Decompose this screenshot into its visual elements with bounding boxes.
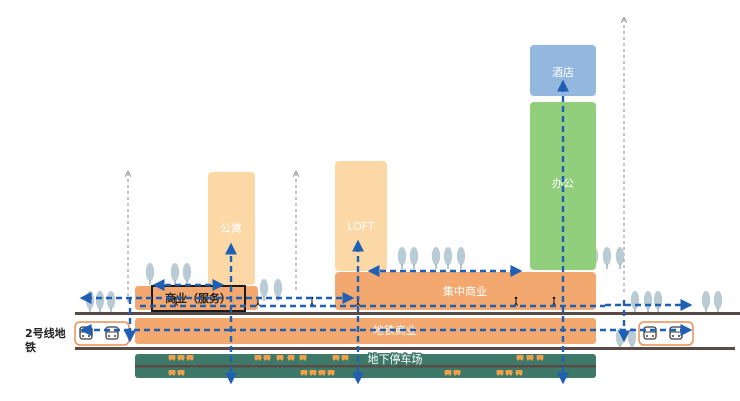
tree-icon xyxy=(443,247,453,269)
hotel-block xyxy=(530,45,596,96)
tree-icon xyxy=(397,247,407,269)
car-icon xyxy=(318,370,326,376)
tree-icon xyxy=(653,291,663,313)
apartment-label: 公寓 xyxy=(220,221,242,235)
apartment-tower xyxy=(208,172,255,285)
train-icon xyxy=(643,326,657,340)
tree-icon xyxy=(182,263,192,285)
metro-train-left xyxy=(74,321,130,346)
underground-parking-label: 地下停车场 xyxy=(368,352,423,366)
car-icon xyxy=(177,370,185,376)
tree-icon xyxy=(456,247,466,269)
tree-icon xyxy=(95,291,105,313)
loft-tower xyxy=(335,161,387,271)
tree-icon xyxy=(259,279,269,301)
car-icon xyxy=(309,370,317,376)
car-icon xyxy=(332,355,340,361)
circulation-flows xyxy=(79,79,693,385)
car-icon xyxy=(536,355,544,361)
car-icon xyxy=(327,370,335,376)
tree-icon xyxy=(431,247,441,269)
car-icon xyxy=(186,355,194,361)
car-icon xyxy=(254,355,262,361)
central-commerce-podium xyxy=(335,272,596,310)
loft-label: LOFT xyxy=(347,220,375,233)
pedestrian-icon xyxy=(513,296,519,307)
parking-cars xyxy=(168,355,544,376)
metro-line-label: 2号线地 xyxy=(25,326,66,340)
tree-icon xyxy=(145,263,155,285)
car-icon xyxy=(526,355,534,361)
train-icon xyxy=(105,326,119,340)
tree-icon xyxy=(630,291,640,313)
car-icon xyxy=(276,355,284,361)
metro-line-label-cont: 铁 xyxy=(25,340,36,354)
car-icon xyxy=(505,370,513,376)
hotel-label: 酒店 xyxy=(552,65,574,79)
car-icon xyxy=(263,355,271,361)
tree-icon xyxy=(85,291,95,313)
vertical-extension-arrows xyxy=(128,18,624,302)
metro-train-right xyxy=(638,321,694,346)
tree-icon xyxy=(701,291,711,313)
car-icon xyxy=(300,370,308,376)
central-commerce-label: 集中商业 xyxy=(443,284,487,298)
parking-divider xyxy=(135,365,596,368)
car-icon xyxy=(177,355,185,361)
tree-icon xyxy=(170,263,180,285)
car-icon xyxy=(453,370,461,376)
tree-icon xyxy=(602,247,612,269)
tree-icon xyxy=(713,291,723,313)
car-icon xyxy=(287,355,295,361)
car-icon xyxy=(341,355,349,361)
tree-icon xyxy=(106,291,116,313)
ground-lines xyxy=(75,312,740,350)
tree-icon xyxy=(615,247,625,269)
car-icon xyxy=(496,370,504,376)
car-icon xyxy=(168,370,176,376)
tree-icon xyxy=(643,291,653,313)
tree-icon xyxy=(409,247,419,269)
car-icon xyxy=(299,355,307,361)
car-icon xyxy=(516,355,524,361)
car-icon xyxy=(515,370,523,376)
car-icon xyxy=(168,355,176,361)
car-icon xyxy=(444,370,452,376)
tree-icon xyxy=(627,328,637,350)
